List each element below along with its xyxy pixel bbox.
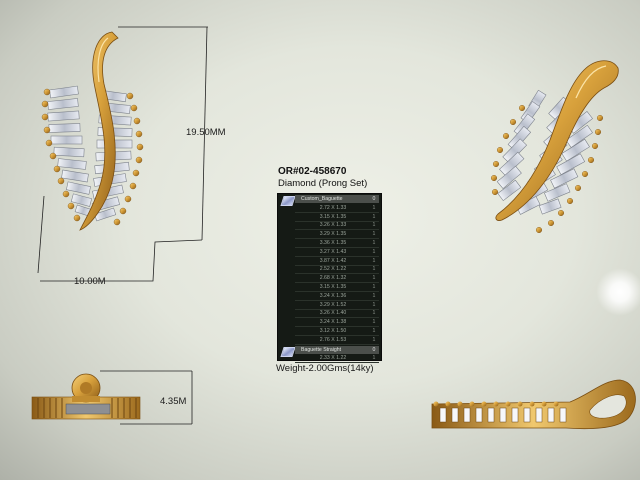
stone-row: 3.29 X 1.52 1 bbox=[295, 301, 379, 309]
stone-size: 2.33 X 1.22 bbox=[319, 355, 347, 362]
stone-row: 3.15 X 1.35 1 bbox=[295, 283, 379, 291]
stone-size: 3.24 X 1.36 bbox=[319, 292, 347, 299]
stone-row: 3.24 X 1.36 1 bbox=[295, 292, 379, 300]
stone-size: 3.29 X 1.52 bbox=[319, 301, 347, 308]
stone-size: 3.15 X 1.35 bbox=[319, 284, 347, 290]
stone-size: 2.68 X 1.32 bbox=[319, 275, 347, 282]
row-divider bbox=[295, 335, 379, 336]
stone-qty: 1 bbox=[372, 204, 376, 211]
stone-group-name: Baguette Straight bbox=[301, 346, 342, 353]
row-divider bbox=[295, 211, 379, 213]
stone-qty: 1 bbox=[372, 266, 376, 273]
stone-size: 3.24 X 1.38 bbox=[319, 319, 347, 326]
depth-dimension-label: 4.35M bbox=[160, 396, 187, 407]
height-dimension-label: 19.50MM bbox=[186, 127, 226, 138]
stone-row: 3.87 X 1.42 1 bbox=[295, 257, 379, 265]
stone-group-qty: 0 bbox=[372, 346, 376, 353]
stone-row: 3.15 X 1.35 1 bbox=[295, 213, 379, 221]
row-divider bbox=[295, 264, 379, 266]
row-divider bbox=[295, 229, 379, 231]
stone-group-header: Custom_Baguette 0 bbox=[295, 195, 379, 203]
row-divider bbox=[295, 238, 379, 240]
screen-glare bbox=[596, 268, 640, 316]
stone-row: 2.76 X 1.53 1 bbox=[295, 336, 379, 344]
side-view-earring bbox=[31, 373, 141, 420]
stone-size: 2.76 X 1.53 bbox=[319, 336, 347, 343]
row-divider bbox=[295, 326, 379, 328]
row-divider bbox=[295, 299, 379, 301]
stone-qty: 1 bbox=[372, 355, 376, 362]
stone-row: 3.36 X 1.35 1 bbox=[295, 239, 379, 247]
row-divider bbox=[295, 220, 379, 222]
stone-size: 2.52 X 1.22 bbox=[319, 266, 347, 273]
row-divider bbox=[295, 291, 379, 292]
stone-type: Diamond (Prong Set) bbox=[278, 178, 368, 189]
stone-qty: 1 bbox=[372, 310, 376, 317]
stone-qty: 1 bbox=[372, 222, 376, 229]
stone-group-qty: 0 bbox=[372, 196, 376, 202]
stone-qty: 1 bbox=[372, 319, 376, 326]
stone-row: 3.26 X 1.33 1 bbox=[295, 221, 379, 229]
stone-size: 3.15 X 1.35 bbox=[319, 213, 347, 220]
stone-size: 3.29 X 1.35 bbox=[319, 231, 347, 238]
stone-row: 2.33 X 1.22 1 bbox=[295, 354, 379, 362]
order-info: OR#02-458670 Diamond (Prong Set) bbox=[278, 166, 398, 190]
stone-size: 3.87 X 1.42 bbox=[319, 257, 347, 264]
stone-row: 2.72 X 1.33 1 bbox=[295, 204, 379, 212]
stone-qty: 1 bbox=[372, 275, 376, 282]
stone-qty: 1 bbox=[372, 257, 376, 264]
stone-size: 2.72 X 1.33 bbox=[319, 204, 347, 211]
row-divider bbox=[295, 308, 379, 310]
angled-view-earring bbox=[491, 60, 619, 233]
front-view-earring bbox=[41, 31, 144, 231]
stone-row: 3.29 X 1.35 1 bbox=[295, 230, 379, 238]
stone-qty: 1 bbox=[372, 231, 376, 238]
stone-size: 3.26 X 1.40 bbox=[319, 310, 347, 317]
stone-qty: 1 bbox=[372, 248, 376, 255]
row-divider bbox=[295, 273, 379, 275]
bottom-view-earring bbox=[431, 379, 636, 430]
stone-row: 3.26 X 1.40 1 bbox=[295, 309, 379, 317]
stone-qty: 1 bbox=[372, 328, 376, 334]
weight-label: Weight-2.00Gms(14ky) bbox=[276, 363, 374, 374]
row-divider bbox=[295, 317, 379, 319]
row-divider bbox=[295, 255, 379, 257]
row-divider bbox=[295, 343, 379, 345]
stone-spec-table: Custom_Baguette 0 2.72 X 1.33 1 3.15 X 1.35 1… bbox=[277, 193, 382, 364]
row-divider bbox=[295, 282, 379, 284]
stone-size: 3.36 X 1.35 bbox=[319, 240, 347, 246]
stone-row: 2.68 X 1.32 1 bbox=[295, 274, 379, 282]
diamond-stone-icon bbox=[280, 346, 296, 357]
stone-qty: 1 bbox=[372, 292, 376, 299]
stone-row: 3.27 X 1.43 1 bbox=[295, 248, 379, 256]
order-number: OR#02-458670 bbox=[278, 166, 347, 177]
stone-row: 2.52 X 1.22 1 bbox=[295, 265, 379, 273]
dimension-lines bbox=[37, 26, 208, 425]
stone-group-name: Custom_Baguette bbox=[301, 196, 343, 202]
stone-size: 3.26 X 1.33 bbox=[319, 222, 347, 229]
stone-qty: 1 bbox=[372, 240, 376, 246]
stone-qty: 1 bbox=[372, 336, 376, 343]
stone-size: 3.12 X 1.50 bbox=[319, 328, 347, 334]
stone-qty: 1 bbox=[372, 301, 376, 308]
stone-row: 3.24 X 1.38 1 bbox=[295, 318, 379, 326]
stone-group-header: Baguette Straight 0 bbox=[295, 345, 379, 354]
row-divider bbox=[295, 362, 379, 364]
width-dimension-label: 10.00M bbox=[74, 276, 106, 287]
stone-row: 3.12 X 1.50 1 bbox=[295, 327, 379, 335]
stone-qty: 1 bbox=[372, 284, 376, 290]
stone-qty: 1 bbox=[372, 213, 376, 220]
diamond-stone-icon bbox=[280, 196, 296, 206]
stone-size: 3.27 X 1.43 bbox=[319, 248, 347, 255]
row-divider bbox=[295, 247, 379, 248]
